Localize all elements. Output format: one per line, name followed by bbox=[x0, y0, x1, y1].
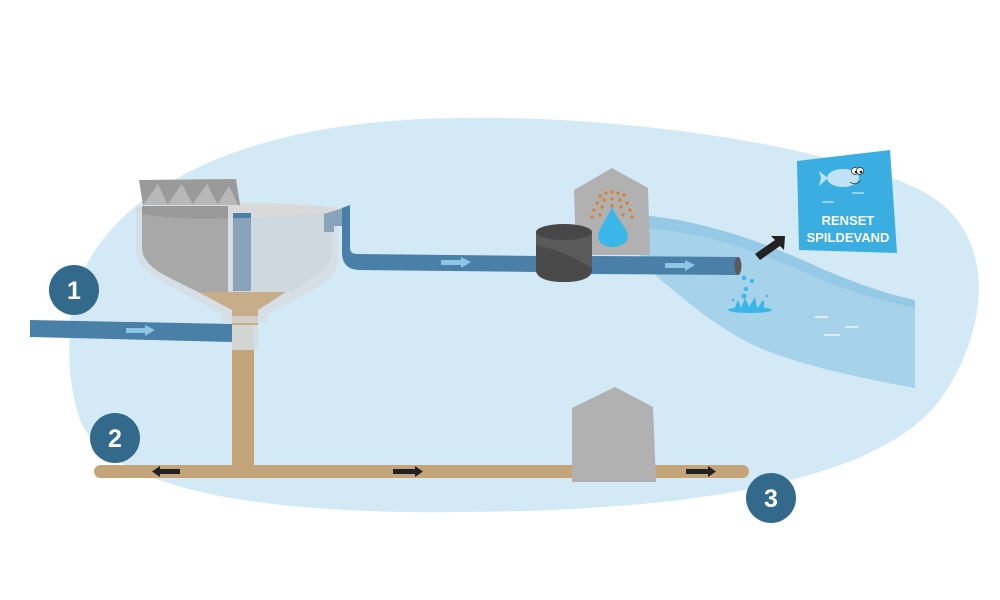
arrow-left-icon bbox=[152, 466, 180, 477]
flow-arrow-icon bbox=[665, 260, 695, 271]
flow-arrow-icon bbox=[441, 257, 471, 268]
step-badge-1: 1 bbox=[49, 265, 99, 315]
water-drop-icon bbox=[598, 207, 628, 247]
sludge-pipe-vertical bbox=[232, 325, 254, 475]
arrow-up-right-icon bbox=[755, 236, 785, 260]
flow-arrow-icon bbox=[126, 325, 155, 336]
settling-tank bbox=[135, 179, 349, 350]
treated-water-pipe bbox=[342, 205, 742, 275]
sign-line-2: SPILDEVAND bbox=[807, 230, 890, 245]
step-badge-3: 3 bbox=[746, 473, 796, 523]
treated-water-sign: RENSET SPILDEVAND bbox=[797, 150, 897, 253]
cylinder-tank bbox=[536, 224, 592, 282]
filter-house bbox=[574, 168, 650, 255]
fish-icon bbox=[819, 167, 864, 187]
sign-line-1: RENSET bbox=[822, 213, 875, 228]
sludge-flow-arrows bbox=[152, 466, 716, 477]
step-number: 3 bbox=[764, 485, 778, 513]
step-number: 2 bbox=[108, 425, 122, 453]
arrow-right-icon bbox=[393, 466, 423, 477]
sludge-house bbox=[572, 387, 656, 482]
arrow-right-icon bbox=[686, 466, 716, 477]
inflow-pipe bbox=[30, 320, 232, 342]
step-number: 1 bbox=[67, 277, 81, 305]
splash bbox=[728, 275, 772, 313]
water-ripples bbox=[815, 316, 858, 336]
pipe-opening bbox=[734, 257, 742, 275]
center-column bbox=[233, 213, 251, 291]
step-badge-2: 2 bbox=[90, 413, 140, 463]
